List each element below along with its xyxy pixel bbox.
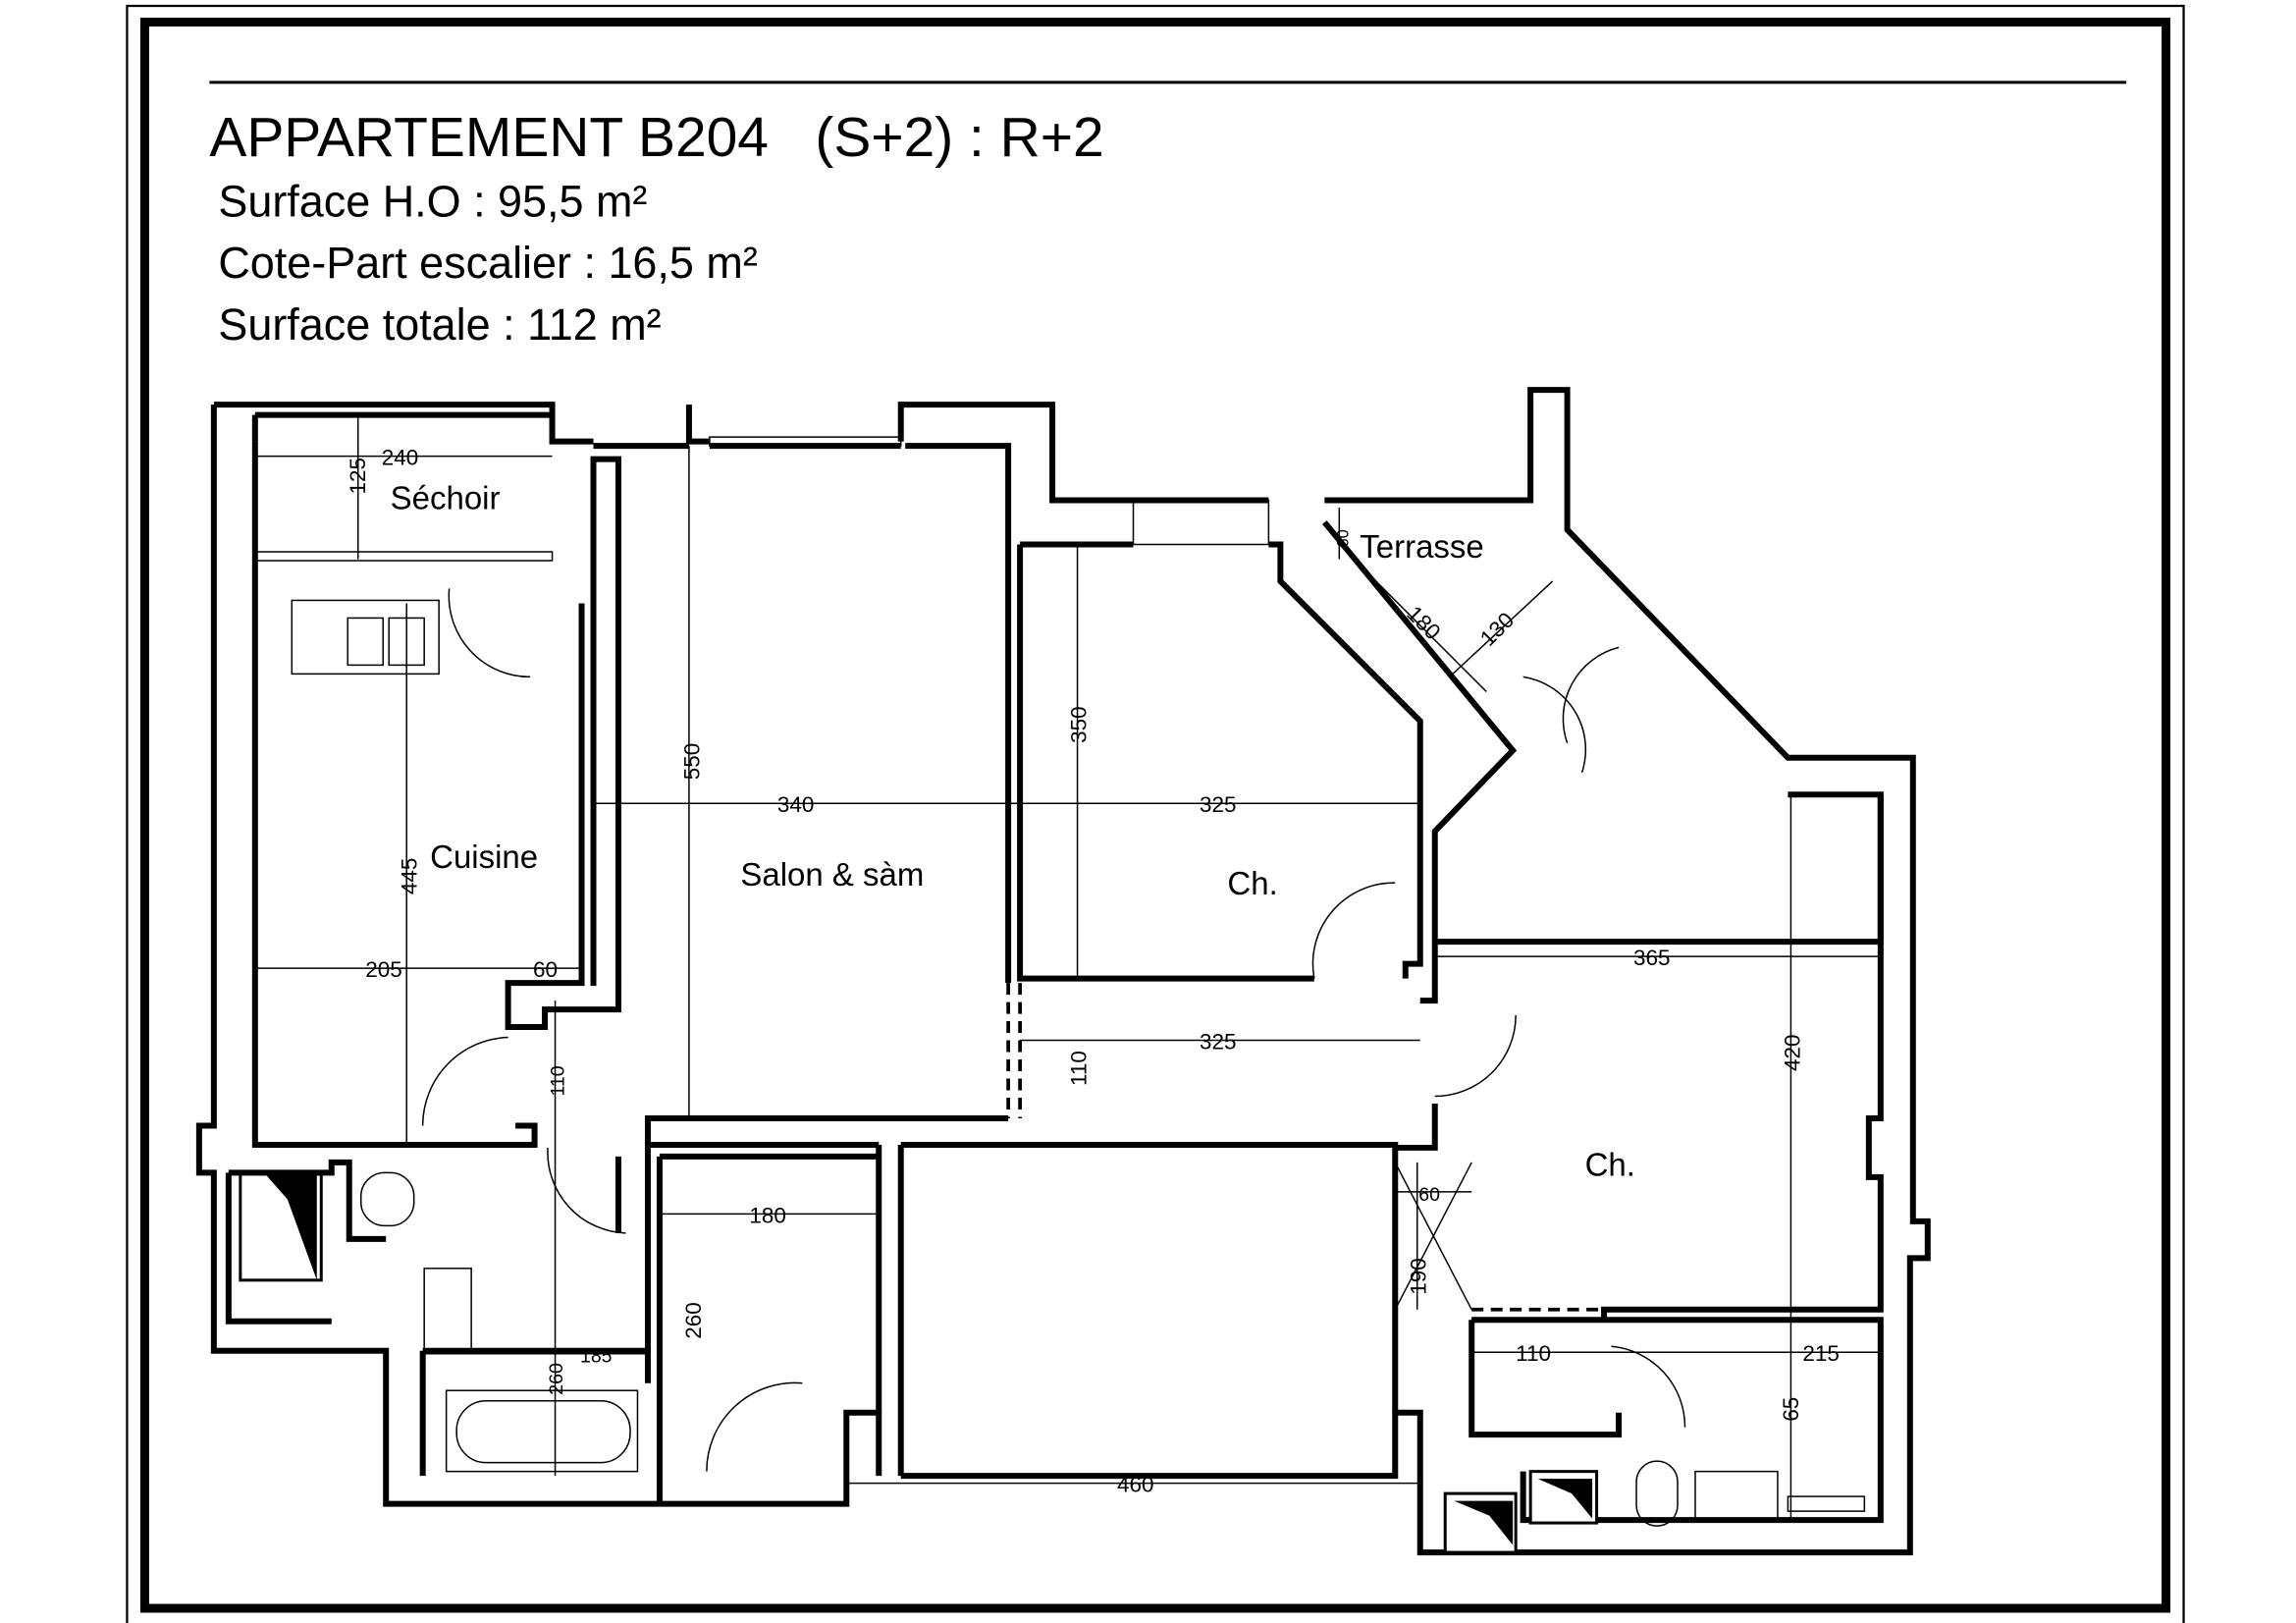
inner-frame <box>139 17 2171 1613</box>
bathtub-inner <box>455 1399 631 1464</box>
surface-ho: Surface H.O : 95,5 m² <box>218 176 647 226</box>
dimension-lines <box>254 414 1881 1521</box>
cuisine-walls <box>251 441 621 1148</box>
dim-label: 205 <box>365 957 402 982</box>
corridor-walls <box>614 1144 880 1504</box>
outer-frame <box>126 4 2185 1623</box>
dim-label: 180 <box>749 1203 786 1227</box>
bathroom1-walls <box>225 1159 648 1477</box>
room-label-salon: Salon & sàm <box>740 856 924 893</box>
room-label-chambre2: Ch. <box>1585 1146 1635 1182</box>
dim-label: 460 <box>1117 1473 1154 1497</box>
chambre1-walls <box>1017 541 1423 982</box>
dim-label: 60 <box>533 957 558 982</box>
toilet-icon <box>1635 1460 1679 1527</box>
dim-label: 65 <box>1779 1397 1803 1422</box>
toilet-icon <box>359 1171 415 1227</box>
duct-shading <box>265 1173 317 1280</box>
dim-label: 190 <box>1407 1258 1431 1295</box>
window <box>1132 499 1270 546</box>
dim-label: 110 <box>1516 1341 1551 1366</box>
hall-walls <box>647 1141 1399 1477</box>
bathtub-icon <box>445 1389 639 1473</box>
dim-label: 325 <box>1200 1030 1237 1055</box>
dim-label: 180 <box>1402 601 1445 644</box>
dim-label: 215 <box>1802 1341 1840 1366</box>
cote-part: Cote-Part escalier : 16,5 m² <box>218 238 757 288</box>
dim-label: 110 <box>548 1065 569 1096</box>
washbasin-icon <box>1694 1470 1779 1521</box>
open-partition <box>1006 983 1605 1323</box>
dim-label: 550 <box>679 743 704 781</box>
duct-shading <box>1537 1479 1593 1519</box>
window <box>254 551 554 562</box>
dim-label: 110 <box>1067 1051 1092 1086</box>
dim-label: 350 <box>1067 706 1092 743</box>
chambre2-right-wall <box>1601 794 1884 1321</box>
dim-label: 60 <box>1418 1184 1440 1206</box>
dim-label: 260 <box>546 1363 567 1395</box>
dim-label: 325 <box>1200 792 1237 817</box>
dim-label: 340 <box>777 792 815 817</box>
sink-icon <box>291 599 440 676</box>
shower-icon <box>1787 1495 1866 1512</box>
room-label-terrasse: Terrasse <box>1360 528 1483 565</box>
exterior-wall <box>195 387 1931 1556</box>
room-label-chambre1: Ch. <box>1227 865 1277 901</box>
dimension-labels: 240 125 445 205 60 550 340 325 350 60 18… <box>346 446 1840 1497</box>
dim-label: 240 <box>382 446 418 470</box>
dim-label: 60 <box>1334 529 1352 547</box>
dim-label: 420 <box>1780 1035 1804 1072</box>
sink-basin <box>347 617 384 667</box>
dim-label: 365 <box>1633 946 1671 970</box>
dim-label: 125 <box>346 458 370 494</box>
duct-shading <box>1454 1500 1514 1545</box>
washbasin-icon <box>423 1268 472 1352</box>
window <box>709 436 902 447</box>
surface-totale: Surface totale : 112 m² <box>218 299 661 350</box>
room-label-cuisine: Cuisine <box>430 839 538 875</box>
closet-icon <box>1394 1162 1472 1311</box>
room-label-sechoir: Séchoir <box>391 480 501 516</box>
dim-label: 260 <box>681 1302 706 1339</box>
dim-label: 185 <box>580 1346 613 1368</box>
sechoir-wall <box>251 411 553 442</box>
page-title: APPARTEMENT B204 (S+2) : R+2 <box>209 106 1103 169</box>
dim-label: 130 <box>1475 608 1519 651</box>
door-swings <box>421 588 1686 1472</box>
bathroom2-walls <box>1468 1317 1884 1524</box>
dim-label: 445 <box>398 858 422 895</box>
